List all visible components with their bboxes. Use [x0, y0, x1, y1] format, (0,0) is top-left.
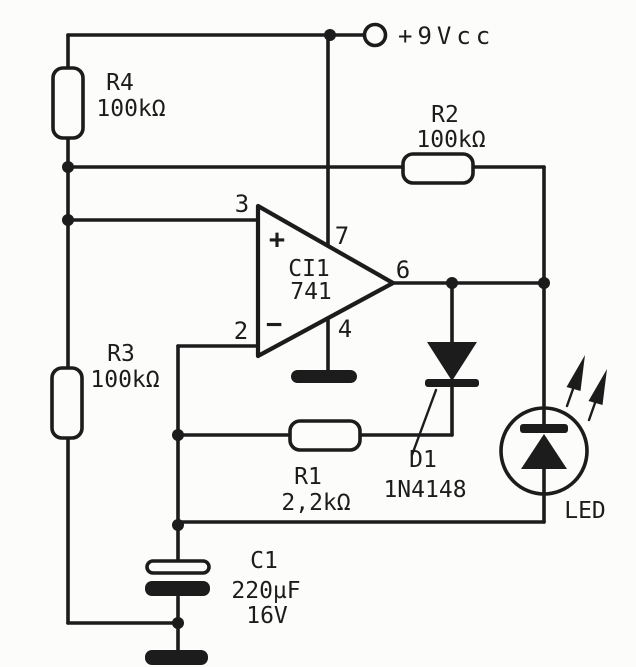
junction-dot: [62, 161, 74, 173]
resistor-r3-body: [50, 366, 84, 440]
resistor-r4-body: [51, 66, 85, 140]
power-terminal-icon: [362, 22, 388, 48]
c1-voltage-label: 16V: [246, 603, 288, 629]
light-arrow-icon: [588, 369, 607, 405]
d1-ref-label: D1: [409, 447, 437, 473]
diode-d1-cathode-bar: [425, 379, 479, 387]
pin7-label: 7: [335, 222, 349, 250]
led-cathode-bar: [520, 424, 568, 433]
r4-value-label: 100kΩ: [96, 96, 165, 122]
opamp-ref-label: CI1: [288, 256, 330, 282]
junction-dot: [172, 617, 184, 629]
opamp-ground-symbol: [291, 370, 357, 383]
led-anode-triangle: [521, 434, 567, 469]
led-light-arrows: [565, 355, 607, 422]
pin3-label: 3: [235, 190, 249, 218]
r2-value-label: 100kΩ: [416, 127, 485, 153]
wires: [66, 33, 546, 654]
r4-ref-label: R4: [106, 70, 134, 96]
junction-dot: [538, 277, 550, 289]
junction-dot: [62, 214, 74, 226]
light-arrow-tail: [565, 387, 575, 408]
opamp-part-label: 741: [290, 279, 332, 305]
opamp-triangle: [255, 203, 396, 359]
c1-ref-label: C1: [250, 548, 278, 574]
pin4-label: 4: [338, 315, 352, 343]
diode-d1-triangle: [427, 342, 477, 381]
junction-dot: [324, 29, 336, 41]
junction-dot: [172, 519, 184, 531]
opamp-plus-sign: +: [269, 224, 285, 255]
light-arrow-icon: [566, 355, 585, 391]
capacitor-c1-bottom-plate: [145, 581, 210, 596]
light-arrow-tail: [587, 401, 597, 422]
power-label: +9Vcc: [398, 22, 495, 50]
r3-ref-label: R3: [107, 341, 135, 367]
pin6-label: 6: [396, 256, 410, 284]
r3-value-label: 100kΩ: [90, 367, 159, 393]
r1-ref-label: R1: [294, 464, 322, 490]
opamp-minus-sign: −: [266, 309, 282, 340]
pin2-label: 2: [234, 317, 248, 345]
d1-part-label: 1N4148: [383, 477, 466, 503]
junction-dot: [446, 277, 458, 289]
c1-value-label: 220µF: [231, 578, 300, 604]
r1-value-label: 2,2kΩ: [281, 490, 350, 516]
led-label: LED: [564, 498, 606, 524]
junction-dot: [172, 429, 184, 441]
d1-label-leader-line: [410, 388, 438, 457]
r2-ref-label: R2: [431, 102, 459, 128]
ground-symbol: [145, 650, 208, 665]
junction-dots: [62, 29, 550, 629]
resistor-r1-body: [288, 419, 362, 452]
capacitor-c1-top-plate: [145, 559, 211, 575]
resistor-r2-body: [401, 152, 475, 185]
